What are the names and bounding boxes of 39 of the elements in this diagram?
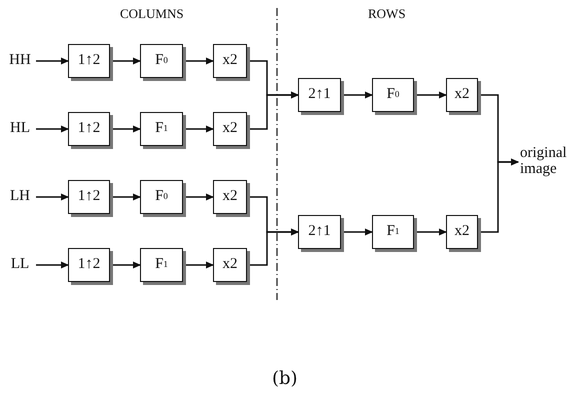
- process-box: 2↑1: [298, 215, 341, 249]
- process-box: x2: [446, 78, 478, 112]
- process-box: x2: [213, 44, 247, 78]
- process-box: 1↑2: [68, 44, 110, 78]
- arrow: [110, 194, 141, 200]
- signal-label: HH: [6, 49, 34, 73]
- arrow: [247, 228, 299, 266]
- process-box: 1↑2: [68, 180, 110, 214]
- arrow: [183, 262, 214, 268]
- arrow: [341, 92, 373, 98]
- signal-label: original image: [520, 142, 566, 182]
- arrow: [36, 262, 69, 268]
- figure-caption: (b): [272, 368, 298, 389]
- signal-label: LH: [6, 185, 34, 209]
- section-heading: COLUMNS: [120, 6, 184, 22]
- process-box: x2: [446, 215, 478, 249]
- process-box: x2: [213, 112, 247, 146]
- process-box: x2: [213, 248, 247, 282]
- process-box: 1↑2: [68, 248, 110, 282]
- arrow: [341, 228, 373, 236]
- arrow: [478, 158, 519, 233]
- arrow: [36, 58, 69, 64]
- section-heading: ROWS: [368, 6, 406, 22]
- process-box: 2↑1: [298, 78, 341, 112]
- signal-label: LL: [6, 253, 34, 277]
- process-box: x2: [213, 180, 247, 214]
- arrow: [36, 126, 69, 132]
- process-box: 1↑2: [68, 112, 110, 146]
- arrow: [110, 262, 141, 268]
- arrow: [414, 228, 447, 236]
- arrow: [414, 92, 447, 98]
- arrow: [110, 58, 141, 64]
- arrow: [183, 126, 214, 132]
- arrow: [36, 194, 69, 200]
- arrow: [183, 58, 214, 64]
- signal-label: HL: [6, 117, 34, 141]
- arrow: [183, 194, 214, 200]
- arrow: [247, 92, 299, 130]
- arrow: [110, 126, 141, 132]
